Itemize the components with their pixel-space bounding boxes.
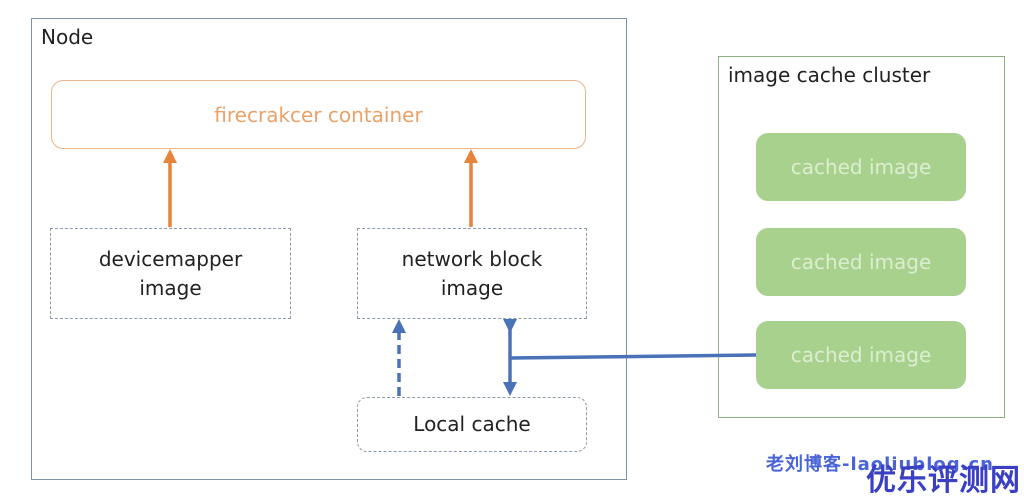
firecracker-container-box: firecrakcer container (51, 80, 586, 149)
watermark-text: 老刘博客-laoliublog.cn (766, 454, 994, 475)
local-cache-box: Local cache (357, 397, 587, 452)
watermark-logo-text: 优乐评测网 (866, 463, 1021, 498)
cached-image-box: cached image (756, 133, 966, 201)
cached-image-box: cached image (756, 321, 966, 389)
devicemapper-image-label: devicemapper image (98, 246, 243, 300)
cached-image-label: cached image (790, 155, 932, 179)
node-label: Node (41, 25, 94, 49)
cached-image-label: cached image (790, 343, 932, 367)
local-cache-label: Local cache (413, 412, 531, 436)
image-cache-cluster-label: image cache cluster (728, 63, 931, 87)
cached-image-label: cached image (790, 250, 932, 274)
cached-image-box: cached image (756, 228, 966, 296)
firecracker-container-label: firecrakcer container (214, 102, 423, 127)
image-cache-cluster-box (718, 56, 1005, 418)
network-block-image-label: network block image (401, 246, 543, 300)
devicemapper-image-box: devicemapper image (50, 228, 291, 319)
node-container (31, 18, 627, 480)
network-block-image-box: network block image (357, 228, 587, 319)
connector-to-cluster (509, 353, 757, 360)
